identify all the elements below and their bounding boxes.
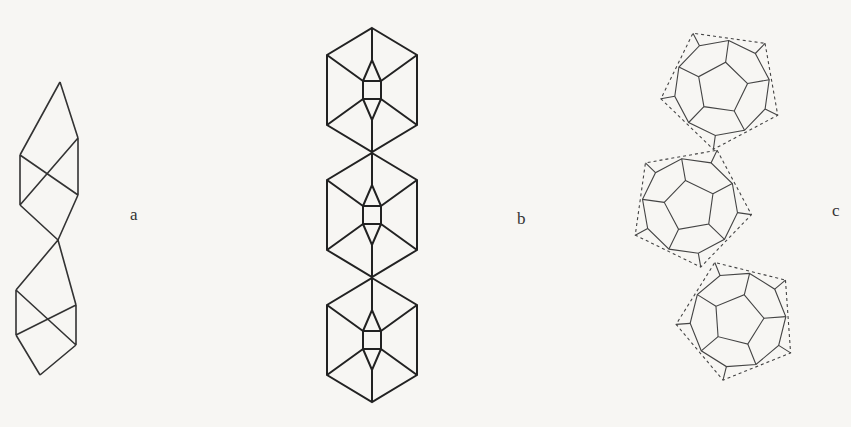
dodecahedron <box>623 146 759 277</box>
dodecahedron <box>655 30 787 158</box>
dodecahedron <box>666 257 808 394</box>
polyhedron <box>327 153 417 277</box>
octahedra-chain <box>16 82 78 375</box>
figure-label: b <box>517 210 526 227</box>
figure-label: a <box>130 206 138 223</box>
polyhedra-chain-b <box>327 28 417 402</box>
octahedron <box>20 82 78 240</box>
polyhedron <box>327 28 417 152</box>
dodecahedra-chain <box>623 30 807 394</box>
octahedron <box>16 240 76 375</box>
figure-label: c <box>832 202 840 219</box>
polyhedron <box>327 278 417 402</box>
